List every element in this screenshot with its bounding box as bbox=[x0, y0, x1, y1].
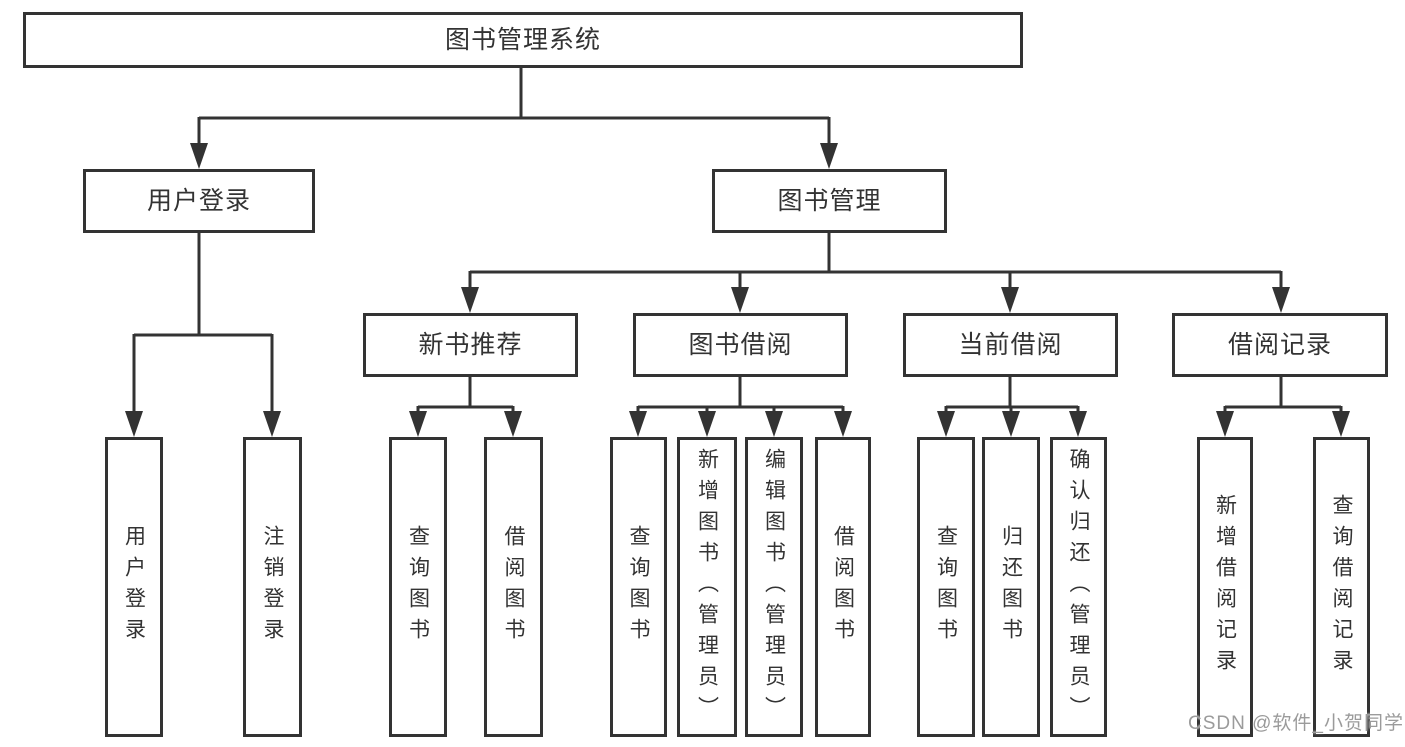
node-label: 注销登录 bbox=[261, 525, 284, 649]
node-label: 当前借阅 bbox=[958, 330, 1063, 359]
leaf-return-book: 归还图书 bbox=[982, 437, 1040, 737]
node-label: 图书借阅 bbox=[688, 330, 793, 359]
csdn-watermark: CSDN @软件_小贺同学 bbox=[1188, 713, 1404, 734]
node-label: 查询图书 bbox=[406, 525, 430, 649]
leaf-query-books-2: 查询图书 bbox=[610, 437, 667, 737]
leaf-logout: 注销登录 bbox=[243, 437, 302, 737]
node-label: 编辑图书（管理员） bbox=[762, 447, 786, 727]
leaf-add-borrow-record: 新增借阅记录 bbox=[1197, 437, 1253, 737]
node-label: 查询借阅记录 bbox=[1330, 494, 1353, 680]
node-book-borrow: 图书借阅 bbox=[633, 313, 848, 377]
node-label: 用户登录 bbox=[122, 525, 146, 649]
leaf-confirm-return-admin: 确认归还（管理员） bbox=[1050, 437, 1107, 737]
leaf-edit-book-admin: 编辑图书（管理员） bbox=[745, 437, 803, 737]
node-label: 查询图书 bbox=[627, 525, 650, 649]
node-label: 借阅图书 bbox=[831, 525, 855, 649]
arrowheads bbox=[125, 143, 1350, 437]
node-new-book-recommend: 新书推荐 bbox=[363, 313, 578, 377]
node-borrow-records: 借阅记录 bbox=[1172, 313, 1388, 377]
node-root-library-system: 图书管理系统 bbox=[23, 12, 1023, 68]
node-user-login: 用户登录 bbox=[83, 169, 315, 233]
leaf-query-borrow-record: 查询借阅记录 bbox=[1313, 437, 1370, 737]
node-label: 新书推荐 bbox=[418, 330, 523, 359]
leaf-borrow-books-1: 借阅图书 bbox=[484, 437, 543, 737]
leaf-add-book-admin: 新增图书（管理员） bbox=[677, 437, 737, 737]
leaf-query-books-1: 查询图书 bbox=[389, 437, 447, 737]
node-label: 借阅图书 bbox=[502, 525, 525, 649]
node-label: 新增借阅记录 bbox=[1213, 494, 1237, 680]
leaf-user-login: 用户登录 bbox=[105, 437, 163, 737]
node-label: 查询图书 bbox=[934, 525, 958, 649]
node-label: 用户登录 bbox=[146, 186, 251, 215]
node-label: 图书管理系统 bbox=[444, 25, 601, 54]
node-label: 图书管理 bbox=[777, 186, 882, 215]
node-current-borrow: 当前借阅 bbox=[903, 313, 1118, 377]
leaf-query-books-3: 查询图书 bbox=[917, 437, 975, 737]
node-book-management: 图书管理 bbox=[712, 169, 947, 233]
node-label: 新增图书（管理员） bbox=[695, 447, 719, 727]
node-label: 确认归还（管理员） bbox=[1067, 447, 1090, 727]
leaf-borrow-books-2: 借阅图书 bbox=[815, 437, 871, 737]
node-label: 借阅记录 bbox=[1227, 330, 1332, 359]
node-label: 归还图书 bbox=[999, 525, 1023, 649]
